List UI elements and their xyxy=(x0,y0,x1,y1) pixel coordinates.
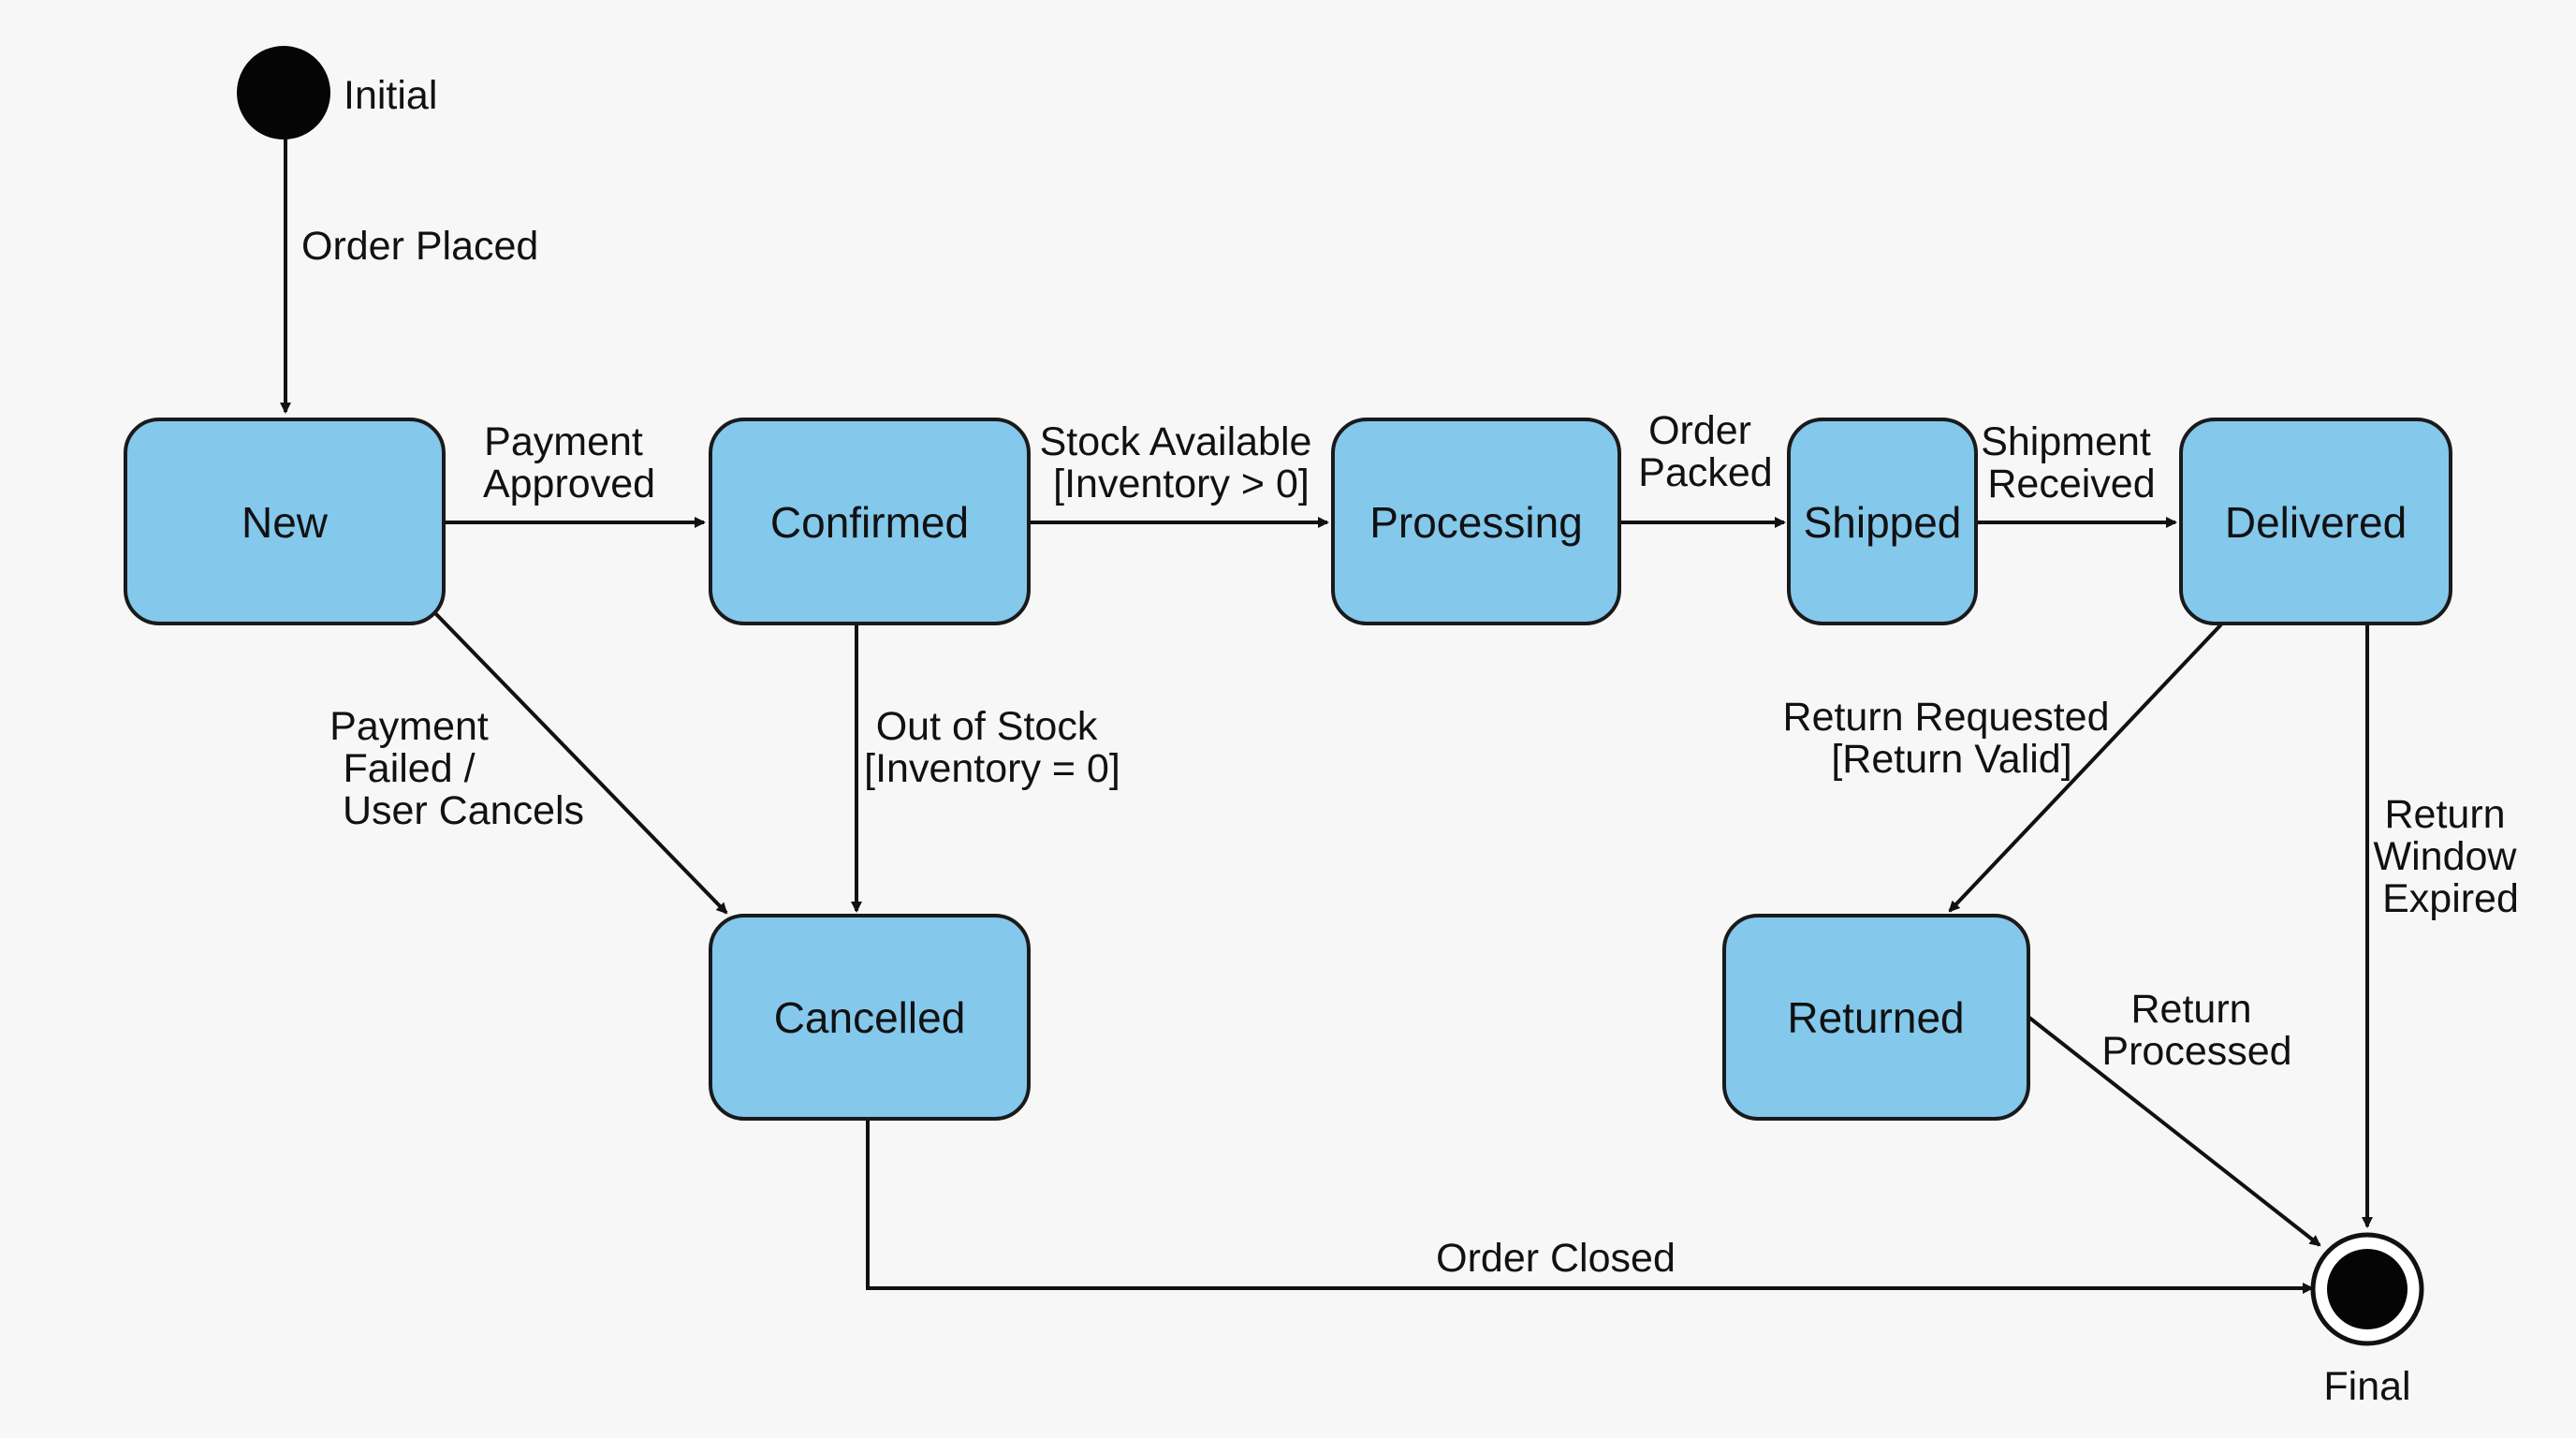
state-shipped-box xyxy=(1787,418,1978,625)
label-shipment-received: Shipment Received xyxy=(1981,419,2162,506)
edge-return-requested xyxy=(1948,623,2223,913)
label-payment-approved: Payment Approved xyxy=(483,419,655,506)
edge-return-processed xyxy=(2027,1016,2321,1247)
state-processing-label: Processing xyxy=(1369,498,1583,547)
state-cancelled: Cancelled xyxy=(709,914,1031,1121)
state-returned-box xyxy=(1722,914,2030,1121)
transition-labels: Order Placed Payment Approved Stock Avai… xyxy=(301,224,2528,1281)
label-order-packed-line-2: Packed xyxy=(1638,450,1772,495)
label-return-requested-line-1: Return Requested xyxy=(1783,695,2110,740)
state-new-box xyxy=(124,418,446,625)
label-stock-available-line-2: [Inventory > 0] xyxy=(1053,462,1310,506)
label-order-placed-line-1: Order Placed xyxy=(301,224,538,269)
edge-payment-failed xyxy=(433,611,728,915)
label-order-closed-line-1: Order Closed xyxy=(1436,1236,1676,1281)
label-return-requested-line-2: [Return Valid] xyxy=(1831,737,2071,782)
label-stock-available: Stock Available [Inventory > 0] xyxy=(1040,419,1324,506)
edge-order-closed xyxy=(866,1119,2314,1294)
label-shipment-received-line-1: Shipment xyxy=(1981,419,2151,464)
label-stock-available-line-1: Stock Available xyxy=(1040,419,1312,464)
state-processing-box xyxy=(1331,418,1621,625)
label-payment-failed-line-1: Payment xyxy=(329,704,489,749)
initial-pseudostate: Initial xyxy=(237,46,437,139)
label-return-processed: Return Processed xyxy=(2101,987,2291,1074)
label-return-requested: Return Requested [Return Valid] xyxy=(1783,695,2121,782)
state-returned-label: Returned xyxy=(1787,993,1964,1042)
label-payment-failed-line-3: User Cancels xyxy=(343,788,584,833)
label-return-processed-line-2: Processed xyxy=(2101,1029,2291,1074)
label-shipment-received-line-2: Received xyxy=(1987,462,2155,506)
state-shipped: Shipped xyxy=(1787,418,1978,625)
state-shipped-label: Shipped xyxy=(1804,498,1962,547)
label-payment-approved-line-1: Payment xyxy=(484,419,643,464)
label-order-closed: Order Closed xyxy=(1436,1236,1676,1281)
final-pseudostate: Final xyxy=(2310,1232,2424,1409)
label-payment-failed: Payment Failed / User Cancels xyxy=(329,704,584,833)
label-out-of-stock-line-2: [Inventory = 0] xyxy=(864,746,1120,791)
label-payment-approved-line-2: Approved xyxy=(483,462,655,506)
initial-node xyxy=(237,46,330,139)
final-label: Final xyxy=(2323,1364,2410,1409)
state-returned: Returned xyxy=(1722,914,2030,1121)
state-new: New xyxy=(124,418,446,625)
label-order-packed-line-1: Order xyxy=(1648,408,1751,453)
label-out-of-stock: Out of Stock [Inventory = 0] xyxy=(864,704,1120,791)
state-delivered-label: Delivered xyxy=(2225,498,2407,547)
state-delivered-box xyxy=(2179,418,2452,625)
label-return-window-expired-line-2: Window xyxy=(2374,834,2518,879)
label-order-placed: Order Placed xyxy=(301,224,538,269)
label-return-window-expired-line-1: Return xyxy=(2384,792,2505,837)
state-confirmed-box xyxy=(709,418,1031,625)
state-confirmed-label: Confirmed xyxy=(770,498,969,547)
state-confirmed: Confirmed xyxy=(709,418,1031,625)
state-delivered: Delivered xyxy=(2179,418,2452,625)
label-return-window-expired-line-3: Expired xyxy=(2382,876,2519,921)
label-order-packed: Order Packed xyxy=(1638,408,1772,495)
initial-label: Initial xyxy=(344,73,437,118)
label-out-of-stock-line-1: Out of Stock xyxy=(876,704,1098,749)
state-cancelled-label: Cancelled xyxy=(774,993,966,1042)
label-payment-failed-line-2: Failed / xyxy=(344,746,476,791)
state-cancelled-box xyxy=(709,914,1031,1121)
label-return-window-expired: Return Window Expired xyxy=(2374,792,2528,921)
state-new-label: New xyxy=(242,498,329,547)
label-return-processed-line-1: Return xyxy=(2130,987,2251,1032)
transitions xyxy=(280,139,2373,1294)
state-processing: Processing xyxy=(1331,418,1621,625)
final-node-core xyxy=(2327,1249,2408,1329)
